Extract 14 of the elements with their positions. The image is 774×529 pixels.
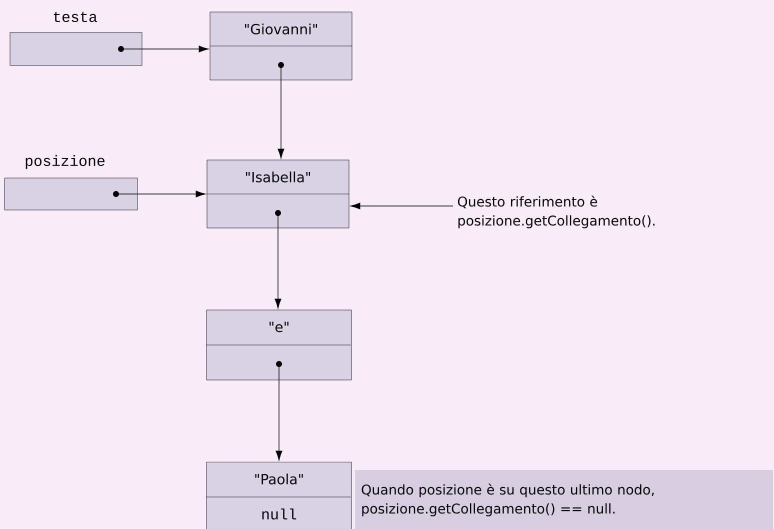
node-label: testa: [54, 12, 97, 22]
list-node-box: "Isabella": [206, 160, 350, 228]
list-node-box: "Giovanni": [210, 12, 352, 80]
variable-box: testa: [10, 12, 142, 66]
callout-text: Questo riferimento è posizione.getCollegamento().: [458, 196, 655, 228]
arrow: [116, 190, 206, 198]
list-node-box: "e": [206, 310, 352, 380]
callout-box: Quando posizione è su questo ultimo nodo, posizione.getCollegamento() == null.: [355, 470, 773, 529]
arrow: [120, 46, 208, 52]
arrow: [276, 364, 282, 460]
node-label: posizione: [26, 155, 105, 169]
variable-box: posizione: [4, 155, 138, 210]
list-node-box: "Paola" null: [206, 462, 352, 529]
arrow: [350, 202, 454, 210]
